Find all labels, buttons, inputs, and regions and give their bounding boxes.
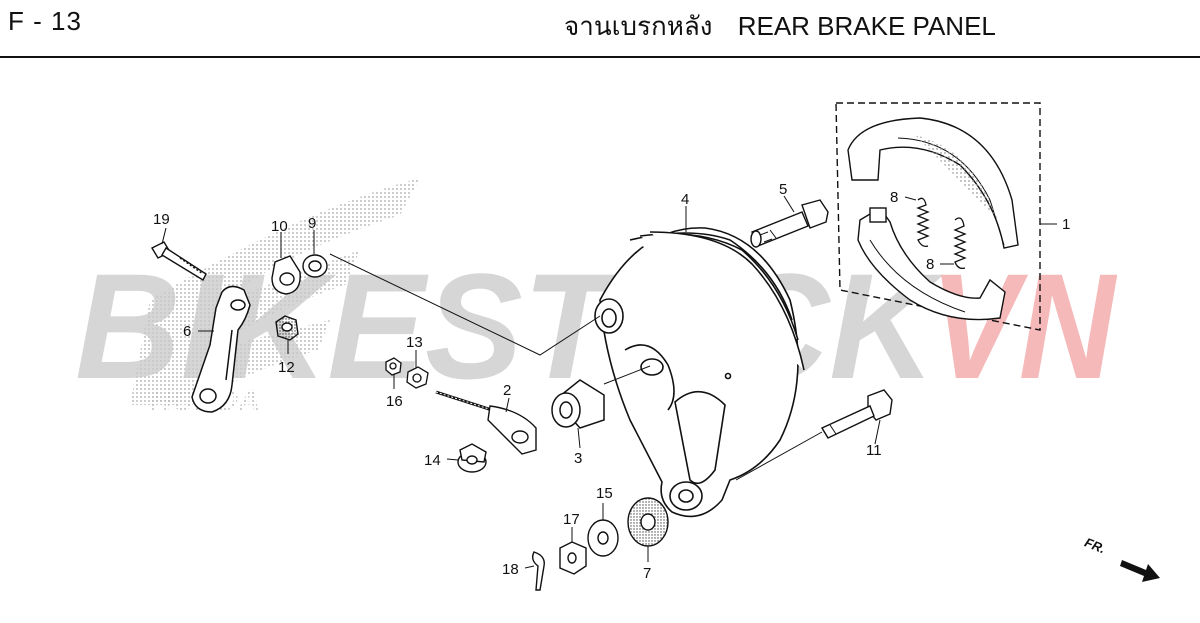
- part-14-flange-nut: [457, 443, 487, 473]
- part-10-indicator-plate: [271, 255, 301, 295]
- figure-code: F - 13: [8, 6, 82, 36]
- callout-3: 3: [574, 450, 582, 467]
- front-direction-indicator: FR.: [1083, 535, 1160, 582]
- callout-17: 17: [563, 511, 580, 528]
- callout-12: 12: [278, 359, 295, 376]
- callout-7: 7: [643, 565, 651, 582]
- part-17-castle-nut: [559, 541, 587, 575]
- callout-2: 2: [503, 382, 511, 399]
- part-9-seal: [302, 254, 328, 278]
- callout-1: 1: [1062, 216, 1070, 233]
- title-thai: จานเบรกหลัง: [564, 11, 713, 41]
- callout-19: 19: [153, 211, 170, 228]
- part-12-felt-seal: [275, 315, 299, 341]
- callout-15: 15: [596, 485, 613, 502]
- part-18-cotter-pin: [531, 551, 545, 591]
- callout-18: 18: [502, 561, 519, 578]
- callout-11: 11: [866, 442, 882, 459]
- part-1-brake-shoe-set: [835, 102, 1041, 331]
- callout-labels: 1 2 3 4 5 6 7 8 8 9 10 11 12 13 14 15 16…: [153, 181, 1070, 582]
- part-3-collar: [551, 379, 605, 429]
- part-8-spring-lower: [953, 217, 967, 270]
- callout-9: 9: [308, 215, 316, 232]
- part-6-brake-arm: [191, 285, 251, 413]
- watermark-text-red: VN: [930, 242, 1117, 410]
- part-8-spring-upper: [916, 197, 930, 248]
- header-rule: [0, 56, 1200, 58]
- front-direction-label: FR.: [1083, 535, 1108, 557]
- callout-8-upper: 8: [890, 189, 898, 206]
- part-13-nut: [406, 366, 429, 389]
- callout-10: 10: [271, 218, 288, 235]
- callout-6: 6: [183, 323, 191, 340]
- front-direction-arrow-icon: [1120, 560, 1160, 582]
- part-5-brake-cam: [750, 199, 829, 248]
- part-7-felt-washer: [627, 497, 669, 547]
- callout-16: 16: [386, 393, 403, 410]
- callout-13: 13: [406, 334, 423, 351]
- callout-5: 5: [779, 181, 787, 198]
- part-19-bolt: [151, 241, 207, 281]
- figure-title: จานเบรกหลัง REAR BRAKE PANEL: [564, 6, 996, 47]
- callout-8-lower: 8: [926, 256, 934, 273]
- part-4-brake-panel: [594, 227, 805, 518]
- leader-lines: [161, 195, 1057, 569]
- title-english: REAR BRAKE PANEL: [737, 11, 996, 41]
- callout-4: 4: [681, 191, 689, 208]
- part-2-stopper-arm: [435, 390, 537, 455]
- diagram-header: F - 13 จานเบรกหลัง REAR BRAKE PANEL: [0, 0, 1200, 58]
- part-16-nut: [385, 357, 402, 376]
- callout-14: 14: [424, 452, 441, 469]
- part-15-washer: [587, 519, 619, 557]
- part-11-anchor-bolt: [820, 389, 893, 439]
